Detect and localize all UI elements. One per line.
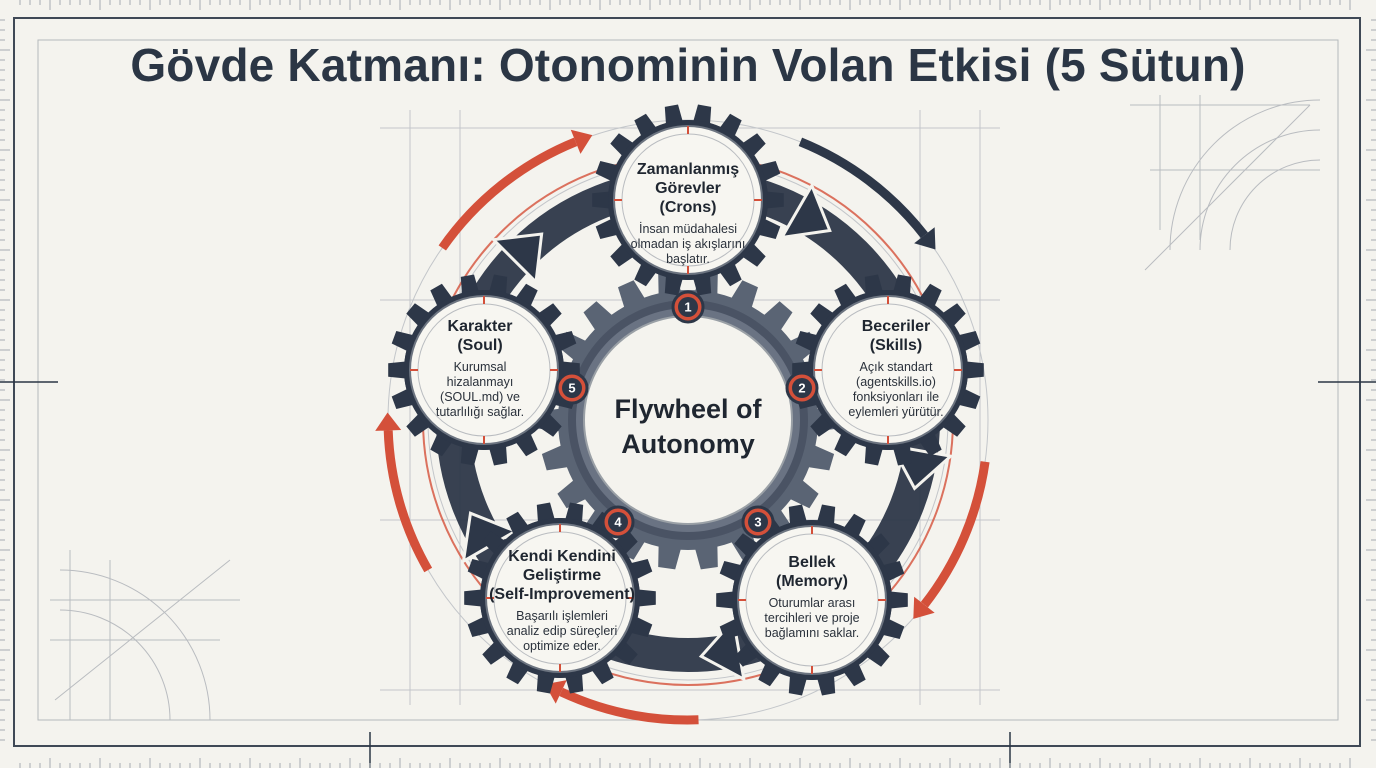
step-badge: 5 [555, 371, 589, 405]
step-badge: 3 [741, 505, 775, 539]
step-badge: 1 [671, 290, 705, 324]
pillar-gear-memory [716, 504, 908, 696]
step-number: 5 [568, 381, 575, 396]
construction-lines-top-right [1130, 95, 1321, 271]
step-number: 4 [614, 515, 622, 530]
step-number: 1 [684, 300, 691, 315]
pillar-gear-soul [388, 274, 580, 466]
step-badge: 4 [601, 505, 635, 539]
pillar-gear-crons [592, 104, 784, 296]
pillar-gear-skills [792, 274, 984, 466]
step-number: 3 [754, 515, 761, 530]
center-label: Flywheel of Autonomy [614, 394, 762, 459]
pillar-gear-self-improvement [464, 502, 656, 694]
central-gear [538, 270, 838, 570]
step-badge: 2 [785, 371, 819, 405]
page-title: Gövde Katmanı: Otonominin Volan Etkisi (… [130, 39, 1246, 91]
construction-lines-bottom-left [50, 550, 240, 721]
step-number: 2 [798, 381, 805, 396]
